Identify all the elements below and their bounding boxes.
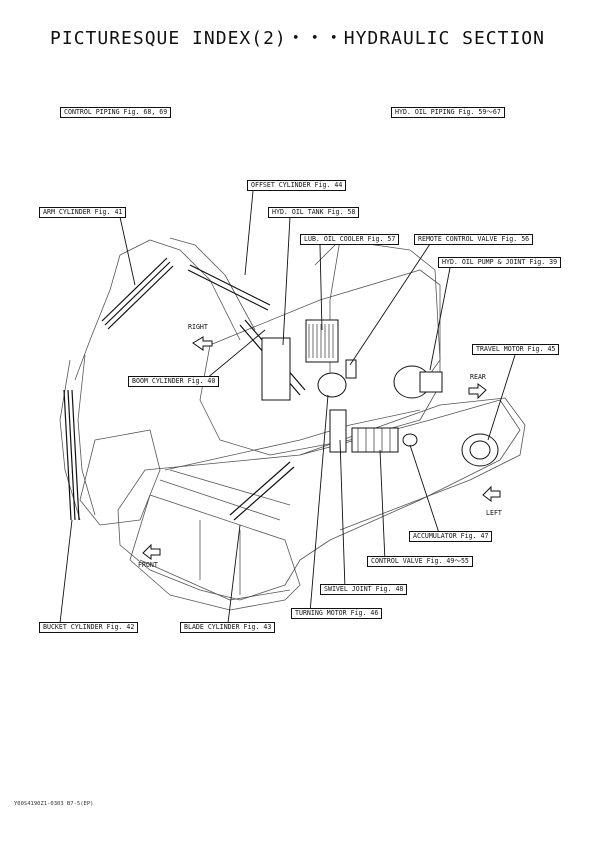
upper-structure: [199, 269, 441, 456]
boom: [74, 239, 241, 381]
leader-remote-control-valve: [349, 243, 431, 366]
label-lub-oil-cooler[interactable]: LUB. OIL COOLER Fig. 57: [300, 234, 400, 245]
label-turning-motor[interactable]: TURNING MOTOR Fig. 46: [291, 608, 383, 619]
label-swivel-joint[interactable]: SWIVEL JOINT Fig. 48: [320, 584, 408, 595]
boom-inner: [169, 237, 256, 331]
offset-cylinder-shape: [189, 264, 271, 306]
arm-inner: [77, 354, 96, 516]
accumulator-shape: [402, 433, 418, 447]
leader-hyd-oil-tank: [282, 216, 291, 346]
blade-edge: [139, 559, 291, 601]
leader-accumulator: [409, 444, 441, 537]
leader-hyd-oil-pump: [429, 267, 451, 371]
label-hyd-oil-piping[interactable]: HYD. OIL PIPING Fig. 59〜67: [391, 107, 505, 118]
leader-offset-cylinder: [244, 190, 254, 276]
leader-turning-motor: [309, 394, 329, 614]
hyd-oil-tank-shape: [261, 337, 291, 401]
blade-cylinder-shape: [229, 461, 291, 516]
label-arm-cylinder[interactable]: ARM CYLINDER Fig. 41: [39, 207, 127, 218]
leader-lub-oil-cooler: [319, 244, 323, 331]
crawler-track-right: [299, 397, 526, 531]
label-control-valve[interactable]: CONTROL VALVE Fig. 49〜55: [367, 556, 473, 567]
front-arrow-icon: [142, 543, 161, 560]
right-arrow-icon: [192, 336, 213, 351]
label-offset-cylinder[interactable]: OFFSET CYLINDER Fig. 44: [247, 180, 347, 191]
label-hyd-oil-tank[interactable]: HYD. OIL TANK Fig. 58: [268, 207, 360, 218]
arm-cylinder-shape: [104, 261, 171, 326]
leader-arm-cylinder: [119, 216, 136, 286]
label-accumulator[interactable]: ACCUMULATOR Fig. 47: [409, 531, 493, 542]
remote-control-valve-shape: [345, 359, 357, 379]
leader-control-valve: [379, 449, 386, 562]
label-travel-motor[interactable]: TRAVEL MOTOR Fig. 45: [472, 344, 560, 355]
turning-motor-shape: [317, 372, 347, 398]
swivel-joint-shape: [329, 409, 347, 453]
direction-front: FRONT: [138, 561, 158, 569]
rear-arrow-icon: [468, 383, 487, 400]
label-control-piping[interactable]: CONTROL PIPING Fig. 68, 69: [60, 107, 172, 118]
bucket: [79, 429, 161, 526]
label-boom-cylinder[interactable]: BOOM CYLINDER Fig. 40: [128, 376, 220, 387]
leader-bucket-cylinder: [59, 519, 73, 624]
page-title: PICTURESQUE INDEX(2)・・・HYDRAULIC SECTION: [50, 28, 545, 49]
direction-right: RIGHT: [188, 323, 208, 331]
document-code: Y00S4190Z1-0303 B7-5(EP): [14, 801, 94, 807]
direction-left: LEFT: [486, 509, 502, 517]
bucket-cylinder-shape: [67, 389, 76, 521]
arm: [59, 359, 81, 521]
label-hyd-oil-pump-joint[interactable]: HYD. OIL PUMP & JOINT Fig. 39: [438, 257, 562, 268]
cab-pillar: [329, 239, 341, 390]
label-remote-control-valve[interactable]: REMOTE CONTROL VALVE Fig. 56: [414, 234, 534, 245]
leader-boom-cylinder: [199, 329, 266, 385]
leader-swivel-joint: [339, 439, 346, 590]
label-blade-cylinder[interactable]: BLADE CYLINDER Fig. 43: [180, 622, 276, 633]
left-arrow-icon: [482, 485, 501, 502]
dozer-blade: [129, 494, 301, 611]
leader-blade-cylinder: [227, 524, 241, 624]
control-valve-shape: [351, 427, 399, 453]
direction-rear: REAR: [470, 373, 486, 381]
label-bucket-cylinder[interactable]: BUCKET CYLINDER Fig. 42: [39, 622, 139, 633]
leader-travel-motor: [487, 354, 516, 441]
